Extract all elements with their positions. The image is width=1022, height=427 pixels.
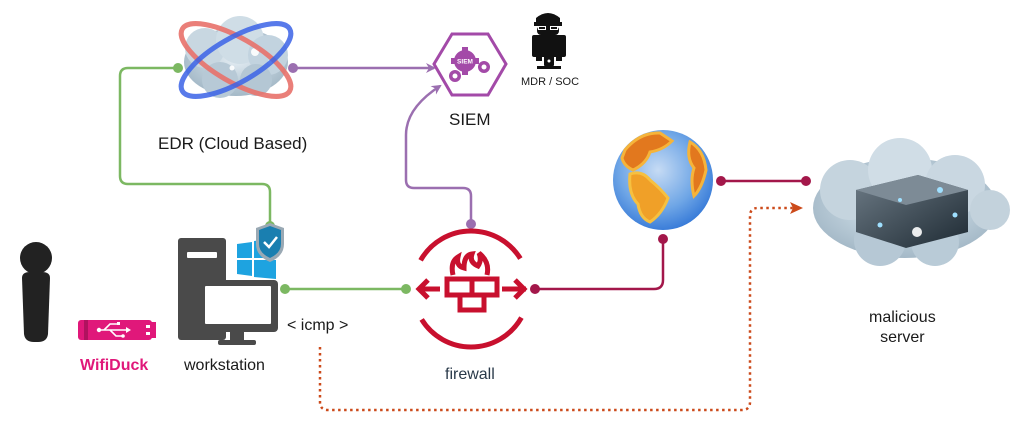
hacker-icon[interactable] [532,13,566,69]
malicious-server-cloud-icon[interactable] [813,138,1010,266]
malicious-server-label: malicious server [869,308,936,348]
edge-endpoint [288,63,298,73]
icmp-edge-label: < icmp > [287,317,349,334]
malicious-server-label-line2: server [880,329,925,346]
edge-edr-workstation [118,66,272,226]
user-person-icon [20,242,52,342]
internet-globe-icon[interactable] [613,130,713,230]
mdr-soc-label: MDR / SOC [521,76,580,88]
malicious-server-label-line1: malicious [869,309,936,326]
edge-icmp-tunnel [318,202,803,412]
workstation-computer-icon[interactable] [178,238,278,345]
edr-label: EDR (Cloud Based) [158,134,308,153]
shield-check-icon [256,223,284,262]
firewall-icon[interactable] [410,228,532,350]
edge-endpoint [173,63,183,73]
edr-cloud-icon[interactable] [171,10,300,110]
edge-endpoint [466,219,476,229]
edge-endpoint [658,234,668,244]
edge-firewall-siem [404,84,473,224]
edge-endpoint [530,284,540,294]
wifiduck-usb-icon[interactable] [78,320,156,340]
edge-endpoint [801,176,811,186]
siem-badge-text: SIEM [457,59,473,66]
workstation-label: workstation [184,357,265,374]
siem-label: SIEM [449,110,491,129]
siem-icon[interactable]: SIEM [432,32,508,97]
edge-endpoint [280,284,290,294]
edge-endpoint [716,176,726,186]
firewall-label: firewall [445,366,495,383]
edge-endpoint [401,284,411,294]
edge-firewall-internet [535,239,665,291]
wifiduck-label: WifiDuck [80,357,149,374]
